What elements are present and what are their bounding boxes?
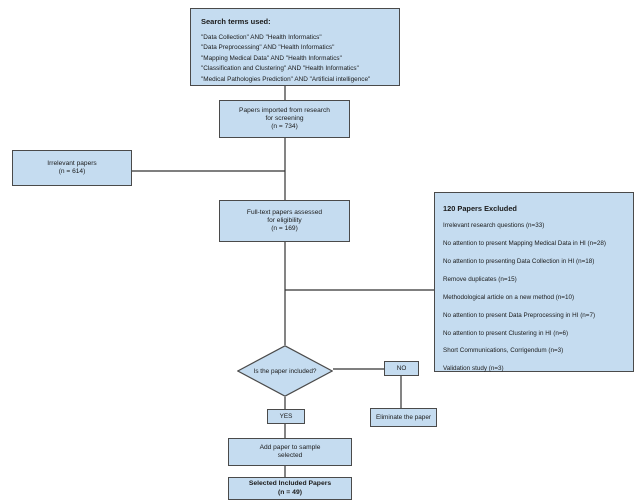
diamond-shape — [237, 345, 333, 397]
fulltext-assessed-box: Full-text papers assessed for eligibilit… — [219, 200, 350, 242]
exclusion-reason-4: Remove duplicates (n=15) — [443, 275, 517, 283]
branch-no-box: NO — [384, 361, 419, 376]
papers-imported-line-1: Papers imported from research — [239, 106, 330, 114]
add-paper-line-2: selected — [277, 452, 303, 459]
exclusion-reason-3: No attention to presenting Data Collecti… — [443, 257, 595, 265]
fulltext-assessed-count: (n = 169) — [271, 225, 298, 233]
irrelevant-papers-box: Irrelevant papers (n = 614) — [12, 150, 132, 186]
papers-imported-line-2: for screening — [265, 114, 304, 122]
irrelevant-papers-label: Irrelevant papers — [47, 159, 97, 167]
selected-included-papers-label: Selected Included Papers — [248, 480, 332, 488]
search-term-1: "Data Collection" AND "Health Informatic… — [201, 34, 322, 41]
search-terms-box: Search terms used: "Data Collection" AND… — [190, 8, 400, 86]
eliminate-paper-label: Eliminate the paper — [375, 413, 432, 421]
branch-no-label: NO — [396, 364, 407, 372]
search-term-5: "Medical Pathologies Prediction" AND "Ar… — [201, 75, 371, 83]
papers-imported-box: Papers imported from research for screen… — [219, 100, 350, 138]
decision-label: Is the paper included? — [253, 367, 317, 375]
papers-imported-count: (n = 734) — [271, 123, 298, 131]
exclusion-reason-7: No attention to present Clustering in HI… — [443, 329, 569, 337]
branch-yes-box: YES — [267, 409, 305, 424]
add-paper-line-1: Add paper to sample — [259, 443, 321, 451]
search-term-3: "Mapping Medical Data" AND "Health Infor… — [201, 54, 342, 62]
exclusion-reason-5: Methodological article on a new method (… — [443, 293, 575, 301]
exclusion-reason-9: Validation study (n=3) — [443, 365, 504, 373]
decision-diamond: Is the paper included? — [237, 345, 333, 397]
exclusion-reason-2: No attention to present Mapping Medical … — [443, 239, 606, 247]
branch-yes-label: YES — [279, 412, 293, 420]
exclusion-reason-6: No attention to present Data Preprocessi… — [443, 311, 596, 319]
selected-included-papers-count: (n = 49) — [278, 488, 302, 496]
selected-included-papers-box: Selected Included Papers (n = 49) — [228, 477, 352, 500]
exclusion-reason-1: Irrelevant research questions (n=33) — [443, 222, 545, 229]
add-paper-box: Add paper to sample selected — [228, 438, 352, 466]
search-term-4: "Classification and Clustering" AND "Hea… — [201, 65, 359, 73]
search-term-2: "Data Preprocessing" AND "Health Informa… — [201, 44, 335, 52]
irrelevant-papers-count: (n = 614) — [58, 168, 86, 175]
papers-excluded-box: 120 Papers Excluded Irrelevant research … — [434, 192, 634, 372]
search-terms-title: Search terms used: — [201, 17, 271, 26]
papers-excluded-title: 120 Papers Excluded — [443, 204, 517, 213]
fulltext-assessed-line-2: for eligibility — [267, 216, 302, 224]
eliminate-paper-box: Eliminate the paper — [370, 408, 437, 427]
exclusion-reason-8: Short Communications, Corrigendum (n=3) — [443, 347, 564, 355]
fulltext-assessed-line-1: Full-text papers assessed — [246, 208, 323, 216]
